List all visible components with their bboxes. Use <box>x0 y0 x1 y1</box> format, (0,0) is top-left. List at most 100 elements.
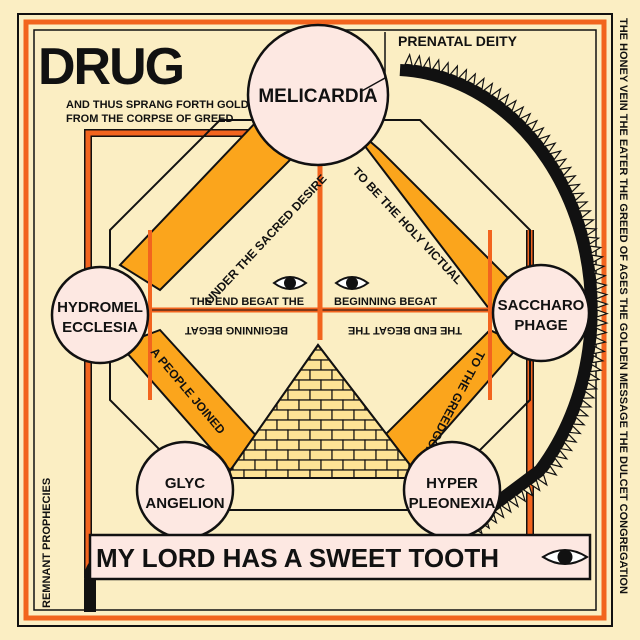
pyramid-brick <box>375 389 399 401</box>
pyramid-brick <box>364 399 388 411</box>
pyramid-brick <box>225 349 245 361</box>
arc-tooth <box>522 484 534 498</box>
pyramid-brick <box>353 429 377 441</box>
pyramid-brick <box>342 439 366 451</box>
arc-tooth <box>431 58 441 72</box>
pyramid-brick <box>375 349 399 361</box>
bottom-banner <box>88 533 592 581</box>
arc-tooth <box>571 192 586 202</box>
arc-tooth <box>595 290 609 300</box>
arc-tooth <box>500 500 512 514</box>
pyramid-brick <box>397 369 420 381</box>
pyramid-brick <box>364 359 388 371</box>
arc-tooth <box>596 299 609 309</box>
pyramid-brick <box>309 389 333 401</box>
pyramid-brick <box>375 369 399 381</box>
pyramid-brick <box>243 389 267 401</box>
arc-tooth <box>515 490 527 503</box>
pyramid-brick <box>364 379 388 391</box>
arc-tooth <box>596 318 609 327</box>
pyramid-brick <box>331 349 355 361</box>
pyramid-brick <box>276 419 300 431</box>
svg-text:MELICARDIA: MELICARDIA <box>258 86 378 107</box>
svg-text:HYPER: HYPER <box>426 475 478 492</box>
svg-text:ECCLESIA: ECCLESIA <box>62 319 138 336</box>
pyramid-brick <box>298 399 322 411</box>
pyramid-brick <box>386 459 410 471</box>
arc-tooth <box>555 449 569 460</box>
arc-tooth <box>560 441 574 452</box>
subtitle-line-1: AND THUS SPRANG FORTH GOLD <box>66 99 249 111</box>
label-leader-2 <box>359 50 386 93</box>
pyramid-brick <box>375 409 399 421</box>
arc-tooth <box>466 72 477 86</box>
arc-tooth <box>532 126 545 139</box>
pyramid-brick <box>287 429 311 441</box>
pyramid-brick <box>298 439 322 451</box>
arc-tooth <box>585 381 599 391</box>
pyramid-brick <box>232 359 256 371</box>
arc-tooth <box>554 158 568 169</box>
pyramid-brick <box>397 349 420 361</box>
octagon <box>109 118 531 511</box>
pyramid-brick <box>254 359 278 371</box>
pyramid-brick <box>254 459 278 471</box>
pyramid-brick <box>386 379 410 391</box>
pyramid-brick <box>320 459 344 471</box>
arc-tooth <box>572 416 586 426</box>
pyramid-brick <box>309 429 333 441</box>
arc-tooth <box>512 105 525 118</box>
arc-tooth <box>538 134 551 146</box>
arc-tooth <box>595 327 609 337</box>
left-vertical-text: REMNANT PROPHECIES <box>41 478 53 608</box>
pyramid-brick <box>254 379 278 391</box>
arc-tooth <box>550 457 564 468</box>
pyramid-brick <box>309 449 333 461</box>
arc-tooth <box>592 263 606 273</box>
svg-text:ANGELION: ANGELION <box>145 495 224 512</box>
pyramid-brick <box>265 429 289 441</box>
arc-tooth <box>595 281 608 291</box>
pyramid-brick <box>331 449 355 461</box>
outer-frame-orange <box>23 19 607 621</box>
svg-text:GLYC: GLYC <box>165 475 205 492</box>
arc-tooth <box>589 245 603 254</box>
pyramid-brick <box>243 409 267 421</box>
pyramid-brick <box>320 399 344 411</box>
pyramid-brick <box>298 379 322 391</box>
center-text-upper-left: THE END BEGAT THE <box>190 296 304 308</box>
arc-tooth <box>575 201 589 210</box>
pyramid-brick <box>265 449 289 461</box>
pyramid-brick <box>287 349 311 361</box>
pyramid-brick <box>243 349 267 361</box>
arc-tooth <box>413 54 423 68</box>
arc-tooth <box>440 61 449 75</box>
arc-tooth <box>564 433 578 443</box>
arc-tooth <box>593 345 607 355</box>
subtitle-line-2: FROM THE CORPSE OF GREED <box>66 113 234 125</box>
pyramid-brick <box>419 369 420 381</box>
arc-tooth <box>482 82 494 95</box>
pyramid-brick <box>375 449 399 461</box>
arc-tooth <box>519 112 532 125</box>
pyramid-brick <box>331 389 355 401</box>
pyramid-brick <box>408 359 420 371</box>
arc-tooth <box>493 506 505 519</box>
arc-tooth <box>449 64 459 78</box>
arc-tooth <box>596 309 609 318</box>
svg-text:PLEONEXIA: PLEONEXIA <box>409 495 496 512</box>
arc-tooth <box>458 68 468 82</box>
pyramid-brick <box>342 359 366 371</box>
pyramid-brick <box>364 459 388 471</box>
center-text-lower-left: BEGINNING BEGAT <box>185 324 288 336</box>
arc-tooth <box>536 473 548 487</box>
pyramid-brick <box>243 369 267 381</box>
pyramid-brick <box>397 389 420 401</box>
pyramid-brick <box>232 399 256 411</box>
pyramid-brick <box>225 359 234 371</box>
eye-icon <box>272 276 308 290</box>
pyramid-brick <box>309 369 333 381</box>
pyramid-brick <box>353 349 377 361</box>
pyramid-brick <box>320 359 344 371</box>
